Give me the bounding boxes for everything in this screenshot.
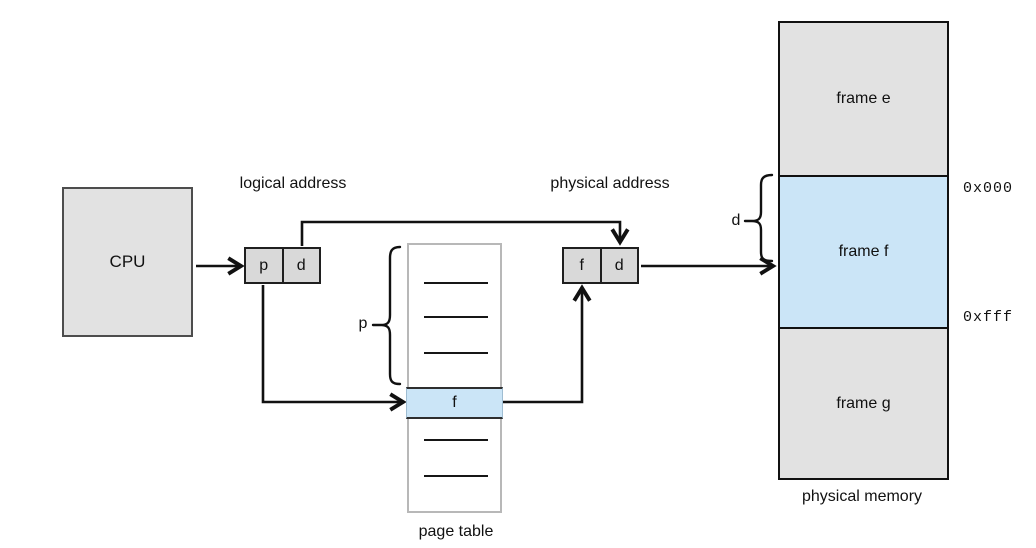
physical-memory-box: frame e frame f frame g [778, 21, 949, 480]
p-brace [371, 245, 402, 386]
physical-offset-cell: d [599, 249, 638, 282]
d-bracket-label: d [731, 212, 741, 229]
frame-g-label: frame g [836, 394, 891, 412]
frame-e: frame e [780, 23, 947, 175]
arrow-logical-p-to-page-table [261, 285, 407, 412]
frame-g: frame g [780, 329, 947, 478]
logical-page-cell: p [259, 256, 269, 274]
page-table-caption: page table [418, 523, 494, 540]
page-table-entry-line [424, 352, 488, 354]
page-table-box [407, 243, 502, 513]
page-table-entry-line [424, 282, 488, 284]
frame-start-address: 0x000 [963, 180, 1014, 197]
physical-address-caption: physical address [550, 175, 670, 192]
physical-memory-caption: physical memory [801, 488, 923, 505]
logical-address-caption: logical address [239, 175, 347, 192]
frame-f: frame f [780, 175, 947, 329]
cpu-label: CPU [109, 252, 146, 271]
arrow-page-table-to-physical-f [502, 284, 592, 404]
p-bracket-label: p [358, 315, 368, 332]
page-table-entry-line [424, 316, 488, 318]
frame-e-label: frame e [836, 90, 891, 107]
logical-offset-cell: d [281, 249, 320, 282]
page-table-entry-line [424, 439, 488, 441]
physical-frame-cell: f [579, 256, 584, 274]
page-table-highlighted-entry: f [406, 387, 503, 419]
frame-f-label: frame f [838, 243, 889, 260]
frame-end-address: 0xfff [963, 309, 1014, 326]
logical-address-register: p d [244, 247, 321, 284]
page-table-entry-value: f [452, 394, 457, 411]
d-brace [743, 173, 774, 263]
physical-address-register: f d [562, 247, 639, 284]
cpu-box: CPU [62, 187, 193, 337]
page-table-entry-line [424, 475, 488, 477]
